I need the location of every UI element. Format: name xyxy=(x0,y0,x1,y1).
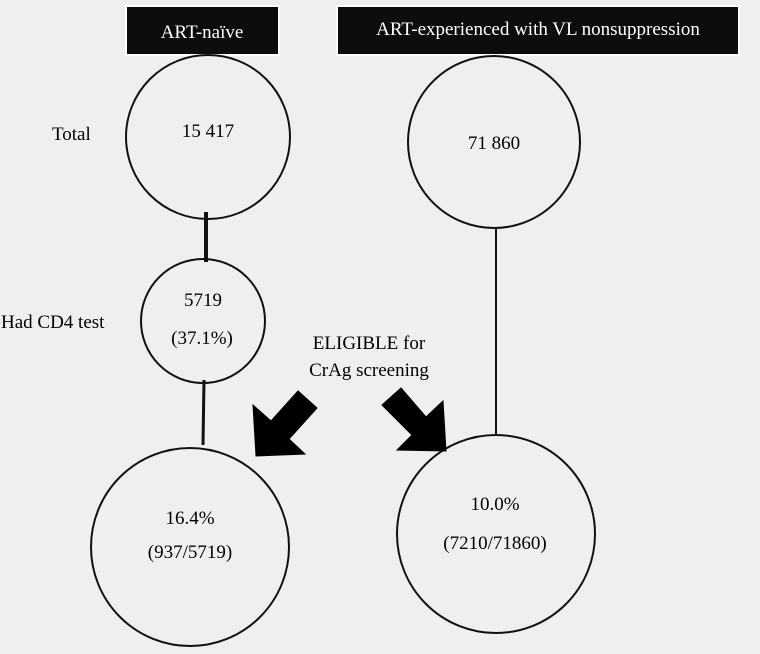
eligible-label-line2: CrAg screening xyxy=(309,360,429,381)
node-left-cd4-percent: (37.1%) xyxy=(171,328,233,349)
header-art-naive-box xyxy=(125,5,280,56)
node-left-total-value: 15 417 xyxy=(182,121,234,142)
node-right-total-value: 71 860 xyxy=(468,133,520,154)
node-left-cd4 xyxy=(140,258,266,384)
node-right-total xyxy=(407,55,581,229)
header-art-experienced-box xyxy=(336,5,740,56)
arrow-down-left-icon xyxy=(252,390,318,457)
node-left-eligible-ratio: (937/5719) xyxy=(148,542,232,563)
node-left-cd4-value: 5719 xyxy=(184,290,222,311)
row-label-cd4: Had CD4 test xyxy=(1,312,105,333)
node-right-eligible xyxy=(396,434,596,634)
node-left-eligible-percent: 16.4% xyxy=(165,508,214,529)
node-left-total xyxy=(125,54,291,220)
header-art-naive-text: ART-naïve xyxy=(161,22,244,43)
arrow-down-right-icon xyxy=(381,387,447,452)
row-label-total: Total xyxy=(52,124,91,145)
node-right-eligible-ratio: (7210/71860) xyxy=(443,533,546,554)
eligible-label-line1: ELIGIBLE for xyxy=(313,333,426,354)
header-art-experienced-text: ART-experienced with VL nonsuppression xyxy=(376,19,700,40)
node-right-eligible-percent: 10.0% xyxy=(470,494,519,515)
header-art-naive: ART-naïve xyxy=(125,5,280,56)
connector-left-cd4-eligible xyxy=(201,379,206,446)
header-art-experienced: ART-experienced with VL nonsuppression xyxy=(336,5,740,56)
node-left-eligible xyxy=(90,447,290,647)
